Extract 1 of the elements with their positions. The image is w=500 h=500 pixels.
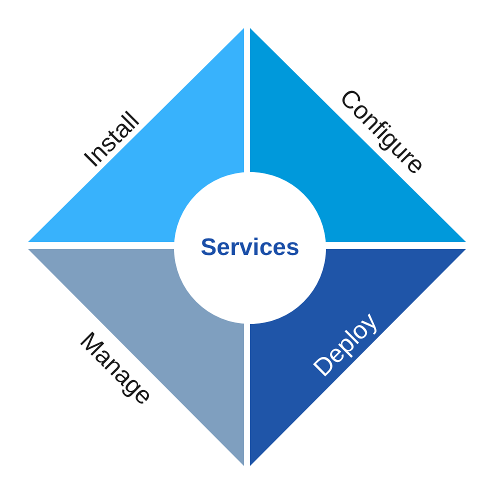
center-label: Services	[200, 233, 300, 263]
